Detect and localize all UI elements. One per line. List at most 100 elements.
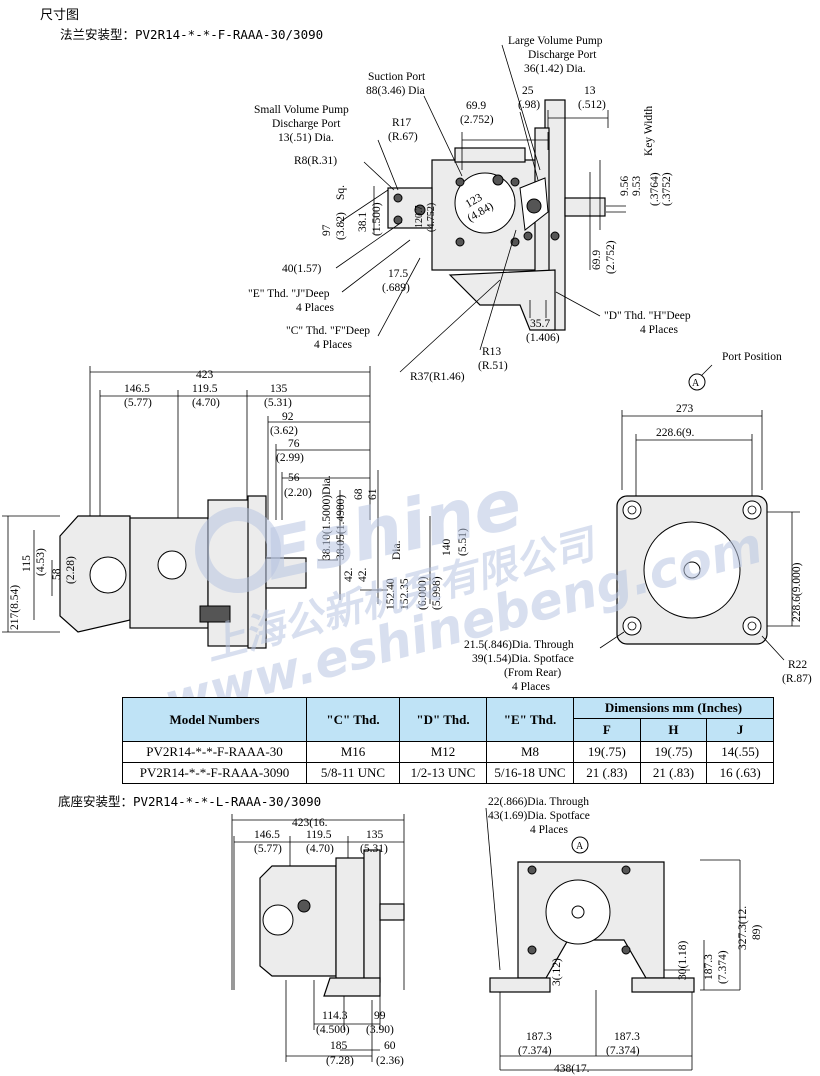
suction-label-1: Suction Port	[368, 71, 426, 83]
dim-42-b: 42.	[357, 568, 369, 583]
dim-152-40: 152.40	[385, 578, 397, 610]
dim-97-in: (3.82)	[335, 212, 347, 240]
table-cell: M12	[399, 741, 487, 763]
front-view-labels: Large Volume Pump Discharge Port 36(1.42…	[248, 35, 782, 389]
base-dim-185: 185	[330, 1040, 348, 1052]
dim-228-6-v: 228.6(9.000)	[791, 562, 803, 622]
table-cell: PV2R14-*-*-F-RAAA-30	[122, 741, 307, 763]
base-dim-60: 60	[384, 1040, 396, 1052]
table-header-e-thd: "E" Thd.	[486, 697, 574, 742]
dim-61: 61	[367, 488, 379, 500]
dim-13: 13	[584, 85, 596, 97]
dim-69-9-v-in: (2.752)	[605, 240, 617, 274]
table-header-dimensions: Dimensions mm (Inches)	[573, 697, 774, 719]
base-dim-187-3-b-in: (7.374)	[606, 1045, 640, 1057]
front-view-drawing	[335, 44, 713, 391]
table-header-c-thd: "C" Thd.	[306, 697, 400, 742]
table-header-d-thd: "D" Thd.	[399, 697, 487, 742]
dim-69-9-v: 69.9	[591, 250, 603, 270]
table-row: PV2R14-*-*-F-RAAA-3090 5/8-11 UNC 1/2-13…	[122, 762, 774, 784]
bolt-note-1: 21.5(.846)Dia. Through	[464, 639, 574, 651]
base-dim-187-3-a-in: (7.374)	[518, 1045, 552, 1057]
dim-56-in: (2.20)	[284, 487, 312, 499]
dim-56: 56	[288, 472, 300, 484]
base-dim-187-3-b: 187.3	[614, 1031, 640, 1043]
dim-9-56: 9.56	[619, 176, 631, 196]
base-dim-3: 3(.12)	[551, 958, 563, 986]
table-cell: 14(.55)	[706, 741, 774, 763]
side-view-drawing	[2, 366, 431, 649]
dim-6000: (6.000)	[417, 576, 429, 610]
dim-115: 115	[21, 555, 33, 572]
dim-42-a: 42.	[343, 568, 355, 583]
table-cell: M8	[486, 741, 574, 763]
bolt-note-2: 39(1.54)Dia. Spotface	[472, 653, 574, 665]
base-dim-135-in: (5.31)	[360, 843, 388, 855]
table-cell: 21 (.83)	[639, 762, 708, 784]
port-position-label: Port Position	[722, 351, 782, 363]
dim-3764: (.3764)	[649, 172, 661, 206]
table-cell: 21 (.83)	[573, 762, 641, 784]
table-cell: 19(.75)	[639, 741, 708, 763]
base-dim-135: 135	[366, 829, 384, 841]
dim-3752: (.3752)	[661, 172, 673, 206]
table-cell: 1/2-13 UNC	[399, 762, 487, 784]
dim-r13-in: (R.51)	[478, 360, 508, 372]
base-mount-title: 底座安装型：PV2R14-*-*-L-RAAA-30/3090	[58, 794, 322, 809]
table-header-j: J	[706, 718, 774, 742]
dim-140-in: (5.51)	[457, 528, 469, 556]
base-bolt-note-2: 43(1.69)Dia. Spotface	[488, 810, 590, 822]
large-pump-label-2: Discharge Port	[528, 49, 597, 61]
dim-119-5: 119.5	[192, 383, 218, 395]
base-dim-187-3-v-in: (7.374)	[717, 950, 729, 984]
key-width-label: Key Width	[643, 106, 655, 156]
dim-25-in: (.98)	[518, 99, 540, 111]
base-end-labels: 22(.866)Dia. Through 43(1.69)Dia. Spotfa…	[488, 796, 763, 1075]
dim-76-in: (2.99)	[276, 452, 304, 464]
dim-146-5-in: (5.77)	[124, 397, 152, 409]
dim-17-5-in: (.689)	[382, 282, 410, 294]
base-bolt-note-3: 4 Places	[530, 824, 569, 836]
table-row: PV2R14-*-*-F-RAAA-30 M16 M12 M8 19(.75) …	[122, 741, 774, 763]
dimension-table: Model Numbers "C" Thd. "D" Thd. "E" Thd.…	[122, 697, 774, 784]
base-dim-438: 438(17.	[554, 1063, 590, 1075]
bolt-note-3: (From Rear)	[504, 667, 561, 679]
base-dim-60-in: (2.36)	[376, 1055, 404, 1067]
table-cell: 19(.75)	[573, 741, 641, 763]
dim-17-5: 17.5	[388, 268, 408, 280]
dim-152-dia: Dia.	[391, 540, 403, 560]
dim-25: 25	[522, 85, 534, 97]
base-dim-327-b: 89)	[751, 925, 763, 941]
base-dim-423: 423(16.	[292, 817, 328, 829]
base-dim-187-3-a: 187.3	[526, 1031, 552, 1043]
dim-r17-in: (R.67)	[388, 131, 418, 143]
base-side-drawing	[231, 814, 405, 1062]
dim-sq: Sq.	[335, 185, 347, 200]
base-dim-114-3-in: (4.500)	[316, 1024, 350, 1036]
dim-38-05: 38.05(1.4980)	[335, 495, 347, 560]
base-dim-99-in: (3.90)	[366, 1024, 394, 1036]
small-pump-label-2: Discharge Port	[272, 118, 341, 130]
e-thread-label: "E" Thd. "J"Deep	[248, 288, 330, 300]
dim-69-9-top-in: (2.752)	[460, 114, 494, 126]
table-header-model: Model Numbers	[122, 697, 307, 742]
flange-mount-title: 法兰安装型：PV2R14-*-*-F-RAAA-30/3090	[60, 27, 324, 42]
dim-13-in: (.512)	[578, 99, 606, 111]
table-cell: 5/16-18 UNC	[486, 762, 574, 784]
table-cell: M16	[306, 741, 400, 763]
end-view-labels: 273 228.6(9. 228.6(9.000) R22 (R.87) 21.…	[464, 403, 812, 693]
base-dim-146-5: 146.5	[254, 829, 280, 841]
dim-119-5-in: (4.70)	[192, 397, 220, 409]
base-dim-114-3: 114.3	[322, 1010, 348, 1022]
dim-35-7-in: (1.406)	[526, 332, 560, 344]
dim-228-6: 228.6(9.	[656, 427, 694, 439]
port-letter-a: A	[692, 378, 700, 389]
table-cell: 16 (.63)	[706, 762, 774, 784]
dim-120-7-in: (4.752)	[426, 203, 437, 232]
dim-217: 217(8.54)	[9, 585, 21, 630]
table-header-f: F	[573, 718, 641, 742]
dim-273: 273	[676, 403, 694, 415]
dim-97: 97	[321, 224, 333, 236]
dim-135: 135	[270, 383, 288, 395]
c-thread-label: "C" Thd. "F"Deep	[286, 325, 370, 337]
